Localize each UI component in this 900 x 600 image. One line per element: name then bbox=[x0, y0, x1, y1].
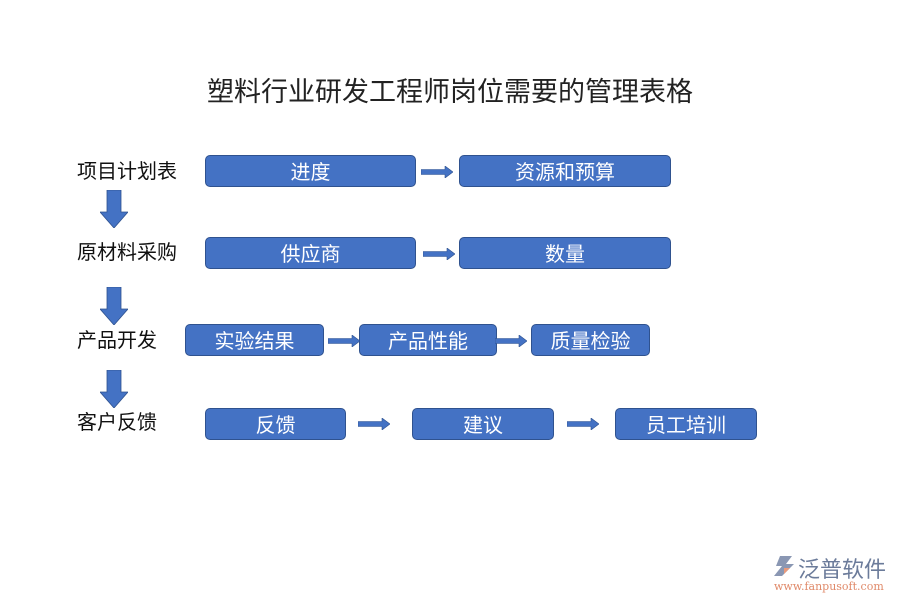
process-box: 建议 bbox=[412, 408, 554, 440]
diagram-title: 塑料行业研发工程师岗位需要的管理表格 bbox=[207, 77, 693, 108]
logo-brand: 泛普软件 bbox=[798, 558, 887, 583]
process-box: 实验结果 bbox=[185, 324, 324, 356]
row-label: 客户反馈 bbox=[77, 410, 157, 434]
down-arrow-icon bbox=[100, 370, 128, 408]
logo-url: www.fanpusoft.com bbox=[774, 580, 884, 593]
row-label: 项目计划表 bbox=[77, 159, 177, 183]
right-arrow-icon bbox=[567, 418, 599, 430]
row-label: 产品开发 bbox=[77, 328, 157, 352]
process-box: 数量 bbox=[459, 237, 671, 269]
process-box: 产品性能 bbox=[359, 324, 497, 356]
process-box: 进度 bbox=[205, 155, 416, 187]
down-arrow-icon bbox=[100, 190, 128, 228]
right-arrow-icon bbox=[421, 166, 453, 178]
right-arrow-icon bbox=[358, 418, 390, 430]
down-arrow-icon bbox=[100, 287, 128, 325]
logo-mark-icon bbox=[774, 556, 794, 576]
process-box: 供应商 bbox=[205, 237, 416, 269]
logo: 泛普软件 www.fanpusoft.com bbox=[770, 552, 895, 596]
process-box: 员工培训 bbox=[615, 408, 757, 440]
process-box: 反馈 bbox=[205, 408, 346, 440]
process-box: 资源和预算 bbox=[459, 155, 671, 187]
right-arrow-icon bbox=[495, 335, 527, 347]
process-box: 质量检验 bbox=[531, 324, 650, 356]
right-arrow-icon bbox=[423, 248, 455, 260]
right-arrow-icon bbox=[328, 335, 360, 347]
row-label: 原材料采购 bbox=[77, 240, 177, 264]
